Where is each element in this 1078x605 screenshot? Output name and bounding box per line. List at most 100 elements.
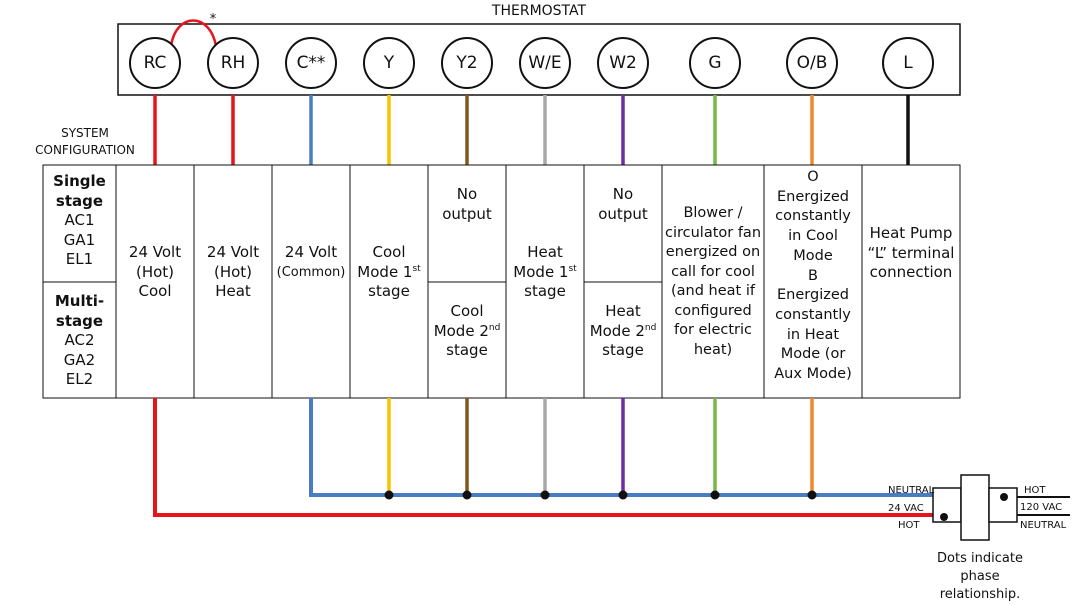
rc-rh-jumper	[169, 19, 218, 47]
config-multi-line: EL2	[65, 370, 94, 388]
cell-l-line: Heat Pump	[869, 224, 953, 242]
cell-y-sup: st	[412, 263, 421, 274]
cell-ob-line: O	[807, 169, 819, 185]
cell-y2-top-line: No	[456, 185, 478, 203]
system-label: SYSTEM	[61, 126, 109, 140]
junction-dot	[384, 490, 394, 500]
terminal-rc: RC	[129, 37, 181, 89]
cell-w2-top: No output	[584, 185, 662, 224]
cell-g-line: configured	[674, 302, 752, 319]
cell-y2-bottom-line1: Cool	[450, 302, 484, 320]
junction-dot	[807, 490, 817, 500]
phase-dot-left	[940, 513, 948, 521]
cell-y-line2-text: Mode 1	[357, 262, 413, 281]
terminal-g: G	[689, 37, 741, 89]
cell-y-line1: Cool	[372, 243, 406, 261]
junction-dot	[462, 490, 472, 500]
cell-l-line: connection	[869, 263, 953, 281]
cell-we-line2-text: Mode 1	[513, 262, 569, 281]
cell-ob: O Energized constantly in Cool Mode B En…	[764, 168, 862, 385]
cell-ob-line: in Cool	[788, 228, 838, 245]
neutral-left-label: NEUTRAL	[888, 485, 935, 496]
hot-right-label: HOT	[1024, 485, 1046, 496]
diagram-title: THERMOSTAT	[491, 3, 587, 19]
terminal-w2: W2	[597, 37, 649, 89]
config-single-line: stage	[55, 191, 104, 210]
terminal-y2: Y2	[441, 37, 493, 89]
phase-dot-right	[1000, 493, 1008, 501]
cell-l: Heat Pump “L” terminal connection	[862, 224, 960, 283]
config-single-line: AC1	[64, 211, 95, 229]
cell-ob-line: Aux Mode)	[774, 366, 852, 383]
configuration-label: CONFIGURATION	[35, 143, 135, 157]
jumper-asterisk: *	[209, 12, 217, 27]
cell-rh-line: (Hot)	[213, 262, 253, 281]
cell-g-line: (and heat if	[671, 283, 755, 299]
cell-c: 24 Volt (Common)	[272, 243, 350, 282]
cell-rc: 24 Volt (Hot) Cool	[116, 243, 194, 302]
cell-ob-line: constantly	[775, 306, 851, 323]
terminal-ob: O/B	[786, 37, 838, 89]
cell-rh-line: Heat	[215, 282, 251, 300]
cell-we-sup: st	[568, 263, 577, 274]
cell-rc-line: 24 Volt	[128, 243, 182, 261]
cell-rh: 24 Volt (Hot) Heat	[194, 243, 272, 302]
cell-c-line: (Common)	[276, 264, 346, 280]
phase-note-line: relationship.	[939, 587, 1021, 602]
config-single-line: EL1	[65, 250, 94, 268]
system-config-label: SYSTEM CONFIGURATION	[20, 125, 150, 159]
terminal-we: W/E	[519, 37, 571, 89]
cell-y2-bottom-line3: stage	[446, 341, 488, 359]
upper-wires	[153, 95, 910, 165]
terminal-y: Y	[363, 37, 415, 89]
cell-g: Blower / circulator fan energized on cal…	[662, 204, 764, 360]
cell-y2-top: No output	[428, 185, 506, 224]
cell-ob-line: Energized	[777, 188, 849, 205]
cell-c-line: 24 Volt	[284, 243, 338, 261]
cell-ob-line: Mode	[793, 247, 833, 264]
cell-w2-bottom: Heat Mode 2nd stage	[584, 302, 662, 361]
config-single-stage: Single stage AC1 GA1 EL1	[43, 172, 116, 270]
cell-ob-line: B	[808, 267, 818, 284]
cell-y-line3: stage	[368, 282, 410, 300]
cell-ob-line: Mode (or	[780, 346, 846, 363]
cell-y2-bottom-sup: nd	[488, 322, 501, 333]
cell-w2-bottom-sup: nd	[644, 322, 657, 333]
cell-g-line: Blower /	[683, 205, 743, 221]
junction-dot	[540, 490, 550, 500]
config-multi-line: GA2	[63, 350, 96, 369]
config-single-line: Single	[53, 172, 106, 190]
config-multi-line: Multi-	[54, 292, 105, 310]
phase-note-line: Dots indicate	[937, 551, 1023, 566]
terminal-l: L	[882, 37, 934, 89]
cell-ob-line: constantly	[775, 208, 851, 225]
cell-y-line2: Mode 1st	[350, 263, 428, 283]
terminal-c: C**	[285, 37, 337, 89]
cell-w2-bottom-line2: Mode 2nd	[584, 322, 662, 342]
cell-we: Heat Mode 1st stage	[506, 243, 584, 302]
cell-g-line: heat)	[693, 341, 733, 358]
phase-note-line: phase	[960, 569, 1000, 584]
terminal-rh: RH	[207, 37, 259, 89]
cell-w2-top-line: output	[598, 204, 648, 223]
cell-l-line: “L” terminal	[867, 243, 955, 262]
cell-w2-bottom-line1: Heat	[605, 302, 641, 320]
hot-bus	[153, 398, 933, 517]
config-multi-line: AC2	[64, 331, 95, 349]
config-table	[42, 164, 961, 399]
cell-y2-bottom-line2-text: Mode 2	[433, 321, 489, 340]
cell-y2-bottom: Cool Mode 2nd stage	[428, 302, 506, 361]
cell-y2-top-line: output	[442, 204, 492, 223]
cell-rc-line: (Hot)	[135, 262, 175, 281]
phase-note: Dots indicate phase relationship.	[910, 550, 1050, 604]
cell-g-line: energized on	[665, 244, 761, 260]
cell-y: Cool Mode 1st stage	[350, 243, 428, 302]
vac-right-label: 120 VAC	[1020, 502, 1063, 513]
cell-we-line2: Mode 1st	[506, 263, 584, 283]
cell-w2-top-line: No	[612, 185, 634, 203]
config-single-line: GA1	[63, 230, 96, 249]
cell-y2-bottom-line2: Mode 2nd	[428, 322, 506, 342]
config-multi-line: stage	[55, 311, 104, 330]
cell-g-line: for electric	[673, 322, 753, 338]
lower-wires	[387, 398, 814, 495]
